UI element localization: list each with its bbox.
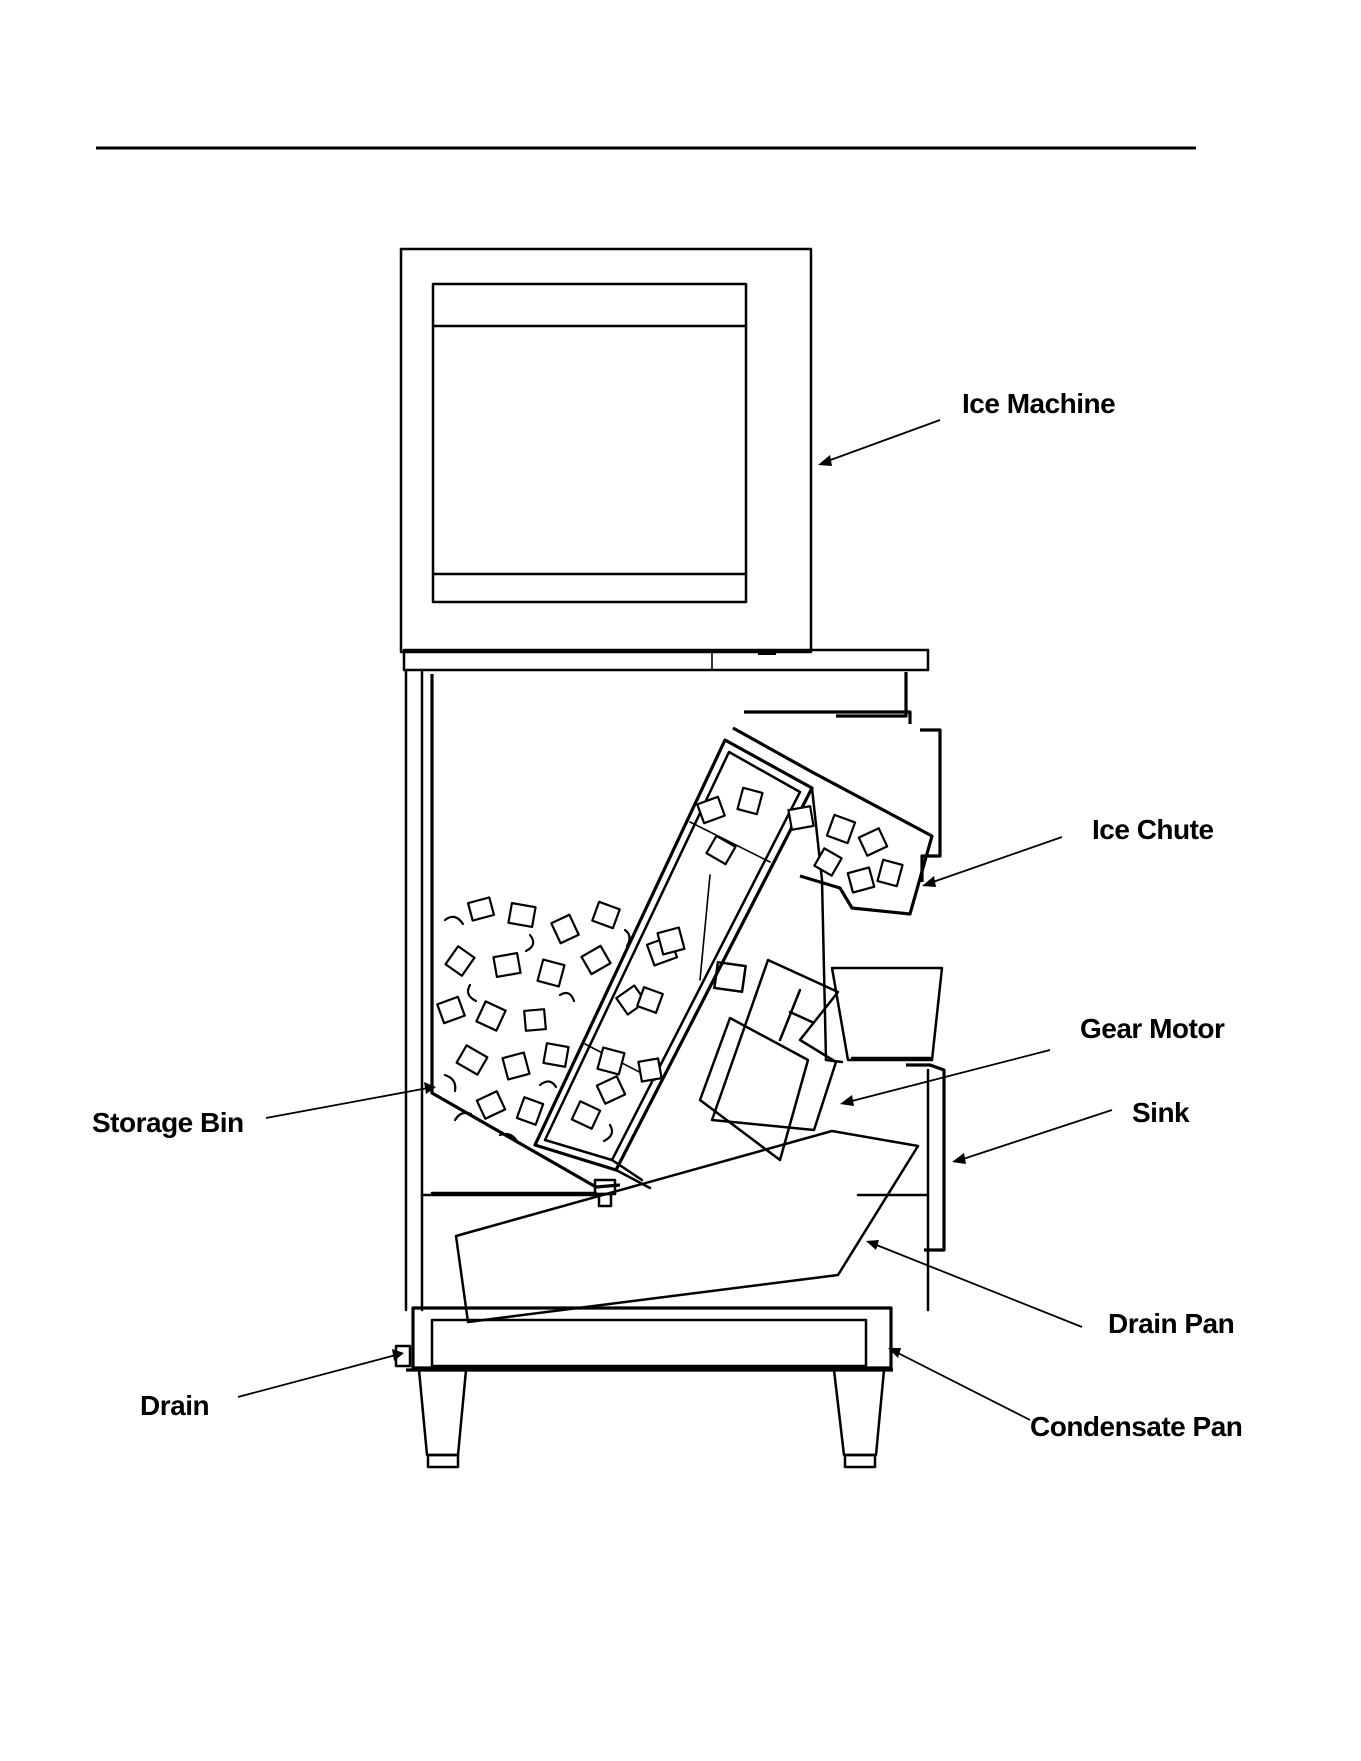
- label-drain: Drain: [140, 1390, 209, 1421]
- leader-lines: [238, 420, 1112, 1420]
- ice-cubes: [437, 788, 902, 1143]
- gear-motor: [700, 960, 838, 1160]
- label-storage-bin: Storage Bin: [92, 1107, 244, 1138]
- drain-pan: [456, 1131, 918, 1322]
- label-drain-pan: Drain Pan: [1108, 1308, 1234, 1339]
- ice-machine: [401, 249, 811, 652]
- label-ice-chute: Ice Chute: [1092, 814, 1214, 845]
- label-condensate-pan: Condensate Pan: [1030, 1411, 1242, 1442]
- label-gear-motor: Gear Motor: [1080, 1013, 1225, 1044]
- legs: [419, 1370, 884, 1467]
- label-ice-machine: Ice Machine: [962, 388, 1115, 419]
- label-sink: Sink: [1132, 1097, 1190, 1128]
- cabinet: [406, 670, 928, 1310]
- condensate-pan: [406, 1308, 893, 1370]
